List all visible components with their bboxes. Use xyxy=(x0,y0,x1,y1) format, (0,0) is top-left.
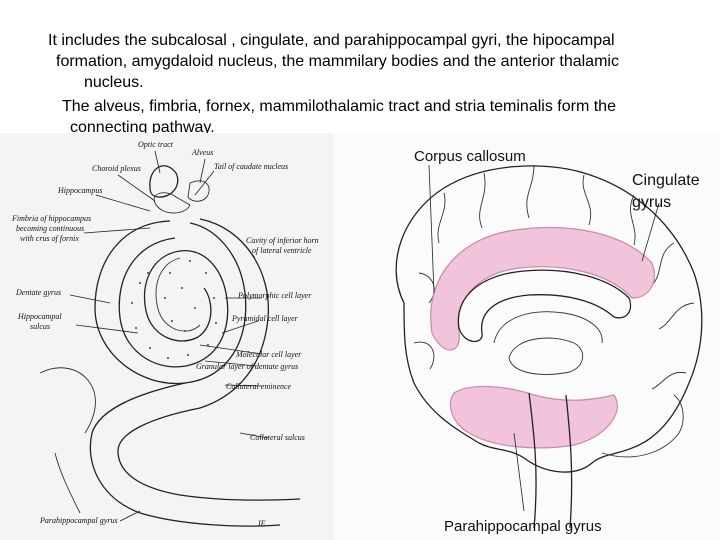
parahippocampal-tail xyxy=(89,382,281,527)
caption-line-5: connecting pathway. xyxy=(70,119,215,134)
label-dentate-gyrus: Dentate gyrus xyxy=(15,288,61,297)
brain-drawing: Corpus callosum Cingulate gyrus Parahipp… xyxy=(395,148,703,535)
label-choroid-plexus: Choroid plexus xyxy=(92,164,141,173)
label-polymorphic: Polymorphic cell layer xyxy=(237,291,312,300)
label-alveus: Alveus xyxy=(191,148,213,157)
label-cingulate-1: Cingulate xyxy=(632,172,700,189)
leader-parahippocampal xyxy=(513,432,525,512)
hippocampus-drawing: Optic tract Alveus Choroid plexus Tail o… xyxy=(11,140,319,528)
label-granular: Granular layer of dentate gyrus xyxy=(196,362,298,371)
cingulate-gyrus-highlight xyxy=(430,226,655,351)
gyral-folds xyxy=(413,164,695,390)
label-pyramidal: Pyramidal cell layer xyxy=(231,314,299,323)
medial-brain-diagram: Corpus callosum Cingulate gyrus Parahipp… xyxy=(334,133,720,540)
optic-tract-shape xyxy=(149,165,179,198)
lower-gyrus-fold-2 xyxy=(54,452,81,514)
label-hippocampus: Hippocampus xyxy=(57,186,102,195)
label-cingulate-2: gyrus xyxy=(632,194,671,211)
brainstem-shape xyxy=(528,392,537,529)
lower-gyrus-fold xyxy=(39,367,96,434)
label-molecular: Molecular cell layer xyxy=(235,350,302,359)
label-fimbria-3: with crus of fornix xyxy=(20,234,79,243)
granular-layer xyxy=(155,257,201,332)
label-hippocampal-sulcus-2: sulcus xyxy=(30,322,50,331)
label-collateral-sulcus: Collateral sulcus xyxy=(250,433,305,442)
caption-line-3: nucleus. xyxy=(84,74,144,91)
label-cavity-1: Cavity of inferior horn xyxy=(246,236,319,245)
label-parahippocampal-gyrus: Parahippocampal gyrus xyxy=(444,518,602,535)
caption-line-2: formation, amygdaloid nucleus, the mammi… xyxy=(56,53,619,70)
label-corpus-callosum: Corpus callosum xyxy=(414,148,526,165)
leader-corpus-callosum xyxy=(428,164,435,294)
corpus-callosum-shape xyxy=(457,269,632,343)
leader-cingulate xyxy=(641,202,660,262)
label-corner-mark: IE xyxy=(257,519,266,528)
cornu-ammonis-coil xyxy=(118,237,229,368)
alveus-layer xyxy=(187,180,210,202)
choroid-plexus-shape xyxy=(153,192,191,214)
caption-line-4: The alveus, fimbria, fornex, mammilothal… xyxy=(62,98,616,115)
label-fimbria-2: becoming continuous xyxy=(16,224,84,233)
label-optic-tract: Optic tract xyxy=(138,140,174,149)
label-tail-caudate: Tail of caudate nucleus xyxy=(214,162,288,171)
label-collateral-eminence: Collateral eminence xyxy=(226,382,292,391)
brainstem-shape-2 xyxy=(565,394,573,529)
leader-lines xyxy=(69,150,269,522)
label-fimbria-1: Fimbria of hippocampus xyxy=(11,214,91,223)
caption-line-1: It includes the subcalosal , cingulate, … xyxy=(48,32,615,49)
fornix-arc xyxy=(493,311,603,344)
brain-outline xyxy=(395,165,703,473)
cell-stipple xyxy=(131,260,217,359)
thalamus-shape xyxy=(508,337,584,375)
ventricle-contour xyxy=(199,218,270,409)
label-hippocampal-sulcus-1: Hippocampal xyxy=(17,312,62,321)
collateral-sulcus-line xyxy=(117,407,301,501)
outer-contour xyxy=(94,220,247,385)
label-cavity-2: of lateral ventricle xyxy=(252,246,312,255)
parahippocampal-highlight xyxy=(449,385,618,449)
hippocampus-diagram: Optic tract Alveus Choroid plexus Tail o… xyxy=(0,133,334,540)
label-parahippocampal: Parahippocampal gyrus xyxy=(39,516,118,525)
cerebellum-shape xyxy=(601,394,684,458)
